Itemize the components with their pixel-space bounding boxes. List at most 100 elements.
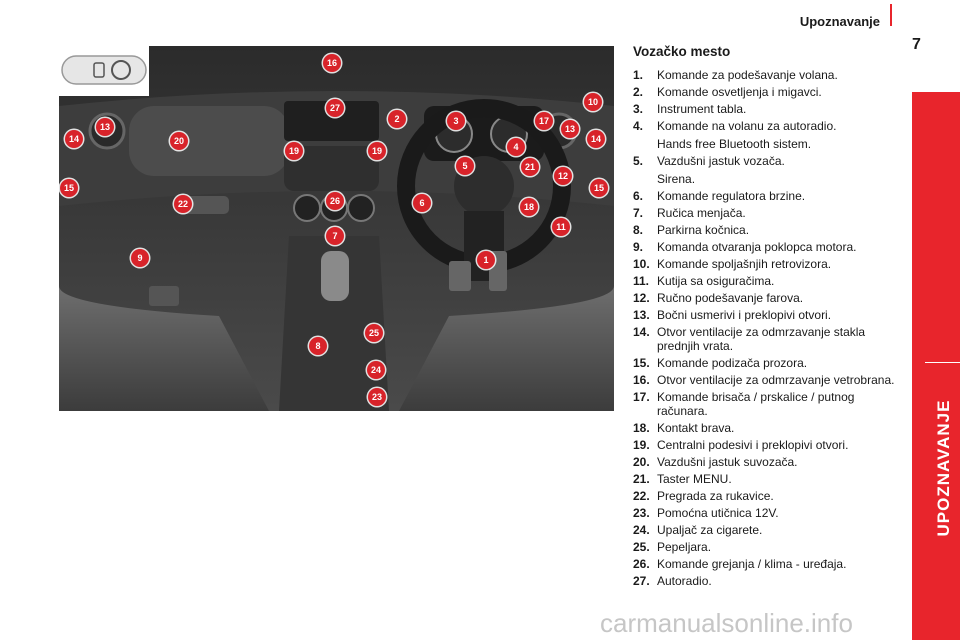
callout-marker: 16 [323,54,341,72]
legend-item-text: Vazdušni jastuk suvozača. [657,455,798,469]
legend-item-number: 25. [633,540,650,554]
legend-item: 16.Otvor ventilacije za odmrzavanje vetr… [633,373,903,387]
legend-item-text: Komande brisača / prskalice / putnog rač… [657,390,855,418]
callout-marker: 19 [368,142,386,160]
callout-marker: 17 [535,112,553,130]
legend-item-number: 24. [633,523,650,537]
legend-item-number: 4. [633,119,644,133]
bonnet-release [149,286,179,306]
legend-item-text: Otvor ventilacije za odmrzavanje stakla … [657,325,866,353]
legend-item: 11.Kutija sa osiguračima. [633,274,903,288]
legend-item-text: Komande spoljašnjih retrovizora. [657,257,832,271]
page-number: 7 [912,36,921,53]
center-console [279,236,389,411]
hvac-knob-left [293,194,321,222]
callout-marker: 13 [561,120,579,138]
legend-item-number: 21. [633,472,650,486]
callout-marker: 25 [365,324,383,342]
legend-item-number: 13. [633,308,650,322]
callout-marker: 20 [170,132,188,150]
callout-marker: 18 [520,198,538,216]
driver-seat [399,286,614,411]
legend-item-number: 1. [633,68,644,82]
callout-marker: 11 [552,218,570,236]
legend-item-number: 2. [633,85,644,99]
legend-item: 4.Komande na volanu za autoradio.Hands f… [633,119,903,151]
legend-item-text: Instrument tabla. [657,102,747,116]
legend-item-number: 8. [633,223,644,237]
passenger-seat [59,286,269,411]
steering-wheel-icon [111,60,131,80]
legend-item-number: 12. [633,291,650,305]
legend-item: 12.Ručno podešavanje farova. [633,291,903,305]
radio-unit [284,101,379,141]
callout-marker: 15 [590,179,608,197]
legend-item-number: 23. [633,506,650,520]
legend-item: 24. Upaljač za cigarete. [633,523,903,537]
center-vents [284,146,379,191]
legend-item-subtext: Hands free Bluetooth sistem. [657,137,812,151]
legend-item-number: 17. [633,390,650,404]
legend-item: 7.Ručica menjača. [633,206,903,220]
mirror-inset-drawing [61,55,147,85]
legend-item-text: Upaljač za cigarete. [657,523,763,537]
callout-marker: 15 [60,179,78,197]
callout-marker: 22 [174,195,192,213]
callout-marker: 19 [285,142,303,160]
legend-item-text: Komande grejanja / klima - uređaja. [657,557,847,571]
glovebox-airbag-panel [129,106,289,176]
legend-item-text: Centralni podesivi i preklopivi otvori. [657,438,849,452]
chapter-tab-label: UPOZNAVANJE [934,399,953,537]
legend-item: 25. Pepeljara. [633,540,903,554]
legend-item-text: Pregrada za rukavice. [657,489,774,503]
legend-item: 8.Parkirna kočnica. [633,223,903,237]
legend-item: 13. Bočni usmerivi i preklopivi otvori. [633,308,903,322]
callout-marker: 4 [507,138,525,156]
legend-item-text: Kutija sa osiguračima. [657,274,775,288]
legend-item-number: 14. [633,325,650,339]
legend-item-text: Komande za podešavanje volana. [657,68,838,82]
legend-item-text: Pomoćna utičnica 12V. [657,506,779,520]
legend-item-number: 22. [633,489,650,503]
chapter-tab-divider [925,362,960,363]
chapter-tab [912,92,960,640]
callout-marker: 2 [388,110,406,128]
legend-item-text: Komande podizača prozora. [657,356,808,370]
watermark: carmanualsonline.info [600,608,853,638]
callout-marker: 1 [477,251,495,269]
header-title: Upoznavanje [799,14,880,29]
callout-marker: 14 [65,130,83,148]
callout-marker: 14 [587,130,605,148]
legend-item-text: Komande osvetljenja i migavci. [657,85,822,99]
legend-item: 10.Komande spoljašnjih retrovizora. [633,257,903,271]
legend-item: 26. Komande grejanja / klima - uređaja. [633,557,903,571]
legend-item-text: Komande regulatora brzine. [657,189,806,203]
legend-item: 1. Komande za podešavanje volana. [633,68,903,82]
callout-marker: 7 [326,227,344,245]
callout-marker: 10 [584,93,602,111]
legend-item: 2. Komande osvetljenja i migavci. [633,85,903,99]
legend-item-text: Bočni usmerivi i preklopivi otvori. [657,308,832,322]
legend-item-text: Pepeljara. [657,540,712,554]
callout-legend: 1. Komande za podešavanje volana. 2. Komand… [633,68,903,591]
legend-item-number: 7. [633,206,644,220]
legend-item-number: 9. [633,240,644,254]
callout-marker: 26 [326,192,344,210]
header-divider [890,4,892,26]
legend-item: 21. Taster MENU. [633,472,903,486]
legend-item: 14. Otvor ventilacije za odmrzavanje stak… [633,325,903,353]
legend-item-text: Otvor ventilacije za odmrzavanje vetrobr… [657,373,895,387]
legend-item-number: 26. [633,557,650,571]
legend-item-text: Komanda otvaranja poklopca motora. [657,240,857,254]
callout-marker: 21 [521,158,539,176]
brake-pedal [449,261,471,291]
hvac-knob-right [347,194,375,222]
legend-item: 6.Komande regulatora brzine. [633,189,903,203]
seat-icon [93,62,105,78]
legend-item: 22. Pregrada za rukavice. [633,489,903,503]
legend-item-text: Taster MENU. [657,472,732,486]
legend-item-number: 20. [633,455,650,469]
legend-item-number: 27. [633,574,650,588]
callout-marker: 13 [96,118,114,136]
